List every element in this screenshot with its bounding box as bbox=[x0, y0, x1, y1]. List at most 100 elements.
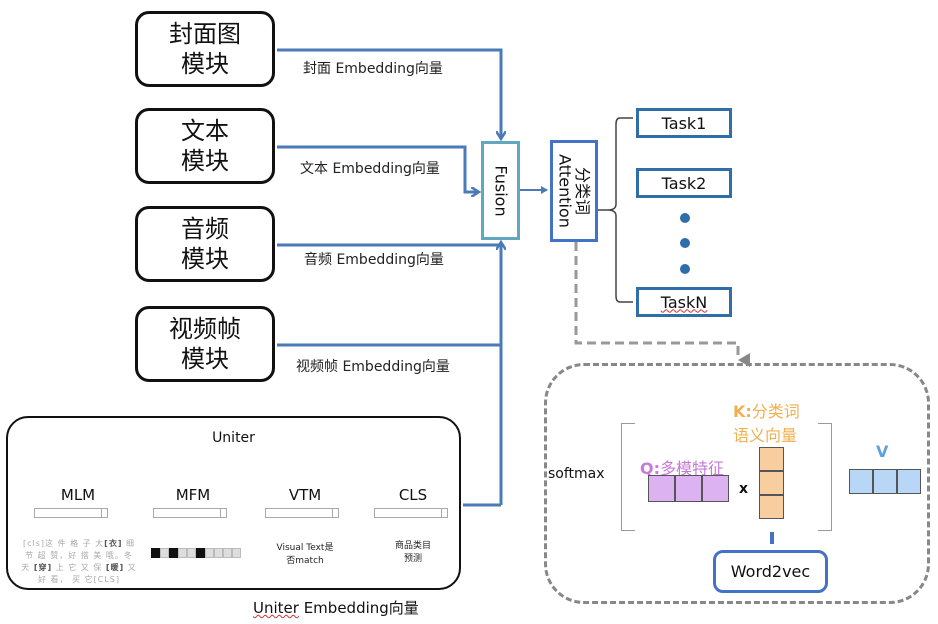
mfm-cell bbox=[223, 548, 232, 558]
task-box-1: Task1 bbox=[636, 108, 732, 138]
video-module-line2: 模块 bbox=[181, 345, 229, 373]
ellipsis-dot bbox=[680, 238, 690, 248]
k-label: K:分类词语义向量 bbox=[733, 400, 800, 448]
mfm-cell bbox=[187, 548, 196, 558]
q-vector bbox=[648, 475, 729, 502]
cover-module-line2: 模块 bbox=[181, 50, 229, 78]
mfm-cell bbox=[160, 548, 169, 558]
mlm-text-seg: 细 节 超 赞，好 搭 美 哦。冬 天 bbox=[21, 539, 136, 572]
text-module: 文本 模块 bbox=[135, 108, 275, 184]
softmax-label: softmax bbox=[548, 466, 605, 482]
times-symbol: x bbox=[739, 481, 749, 497]
mlm-text-seg: 又 好 看， 买 它[CLS] bbox=[38, 563, 137, 584]
uniter-label-rest: Embedding向量 bbox=[298, 599, 419, 617]
q-cell bbox=[702, 475, 729, 502]
mlm-head: MLM bbox=[60, 486, 96, 504]
cover-module: 封面图 模块 bbox=[135, 11, 275, 87]
left-bracket bbox=[621, 423, 635, 531]
text-embedding-label: 文本 Embedding向量 bbox=[300, 161, 440, 177]
mfm-feature-cells bbox=[151, 548, 241, 558]
k-cell bbox=[759, 447, 784, 471]
text-module-line1: 文本 bbox=[181, 117, 229, 145]
mfm-cell bbox=[178, 548, 187, 558]
vtm-desc-line: Visual Text是 bbox=[276, 543, 334, 553]
vtm-description: Visual Text是 否match bbox=[260, 542, 350, 568]
task-box-n: TaskN bbox=[636, 287, 732, 317]
attention-box: Attention 分类词 bbox=[550, 140, 598, 242]
word2vec-label: Word2vec bbox=[730, 562, 811, 581]
ellipsis-dot bbox=[680, 264, 690, 274]
k-line1: 分类词 bbox=[751, 402, 800, 421]
task-label: Task1 bbox=[661, 113, 707, 133]
q-text: 多模特征 bbox=[660, 459, 725, 478]
q-cell bbox=[675, 475, 702, 502]
mfm-head: MFM bbox=[175, 486, 211, 504]
v-cell bbox=[873, 469, 897, 494]
cls-bar bbox=[374, 508, 448, 518]
cover-arrow bbox=[277, 48, 501, 138]
mlm-text-seg: [cls]这 件 格 子 大 bbox=[22, 539, 105, 548]
fusion-box: Fusion bbox=[481, 141, 520, 240]
mfm-bar bbox=[153, 508, 227, 518]
audio-module: 音频 模块 bbox=[135, 206, 275, 282]
fusion-label: Fusion bbox=[491, 164, 510, 217]
vtm-desc-line: 否match bbox=[286, 556, 324, 566]
task-label: TaskN bbox=[660, 292, 708, 312]
audio-embedding-label: 音频 Embedding向量 bbox=[304, 252, 444, 268]
v-label: V bbox=[876, 442, 889, 461]
right-bracket bbox=[818, 423, 832, 531]
text-arrow bbox=[277, 145, 478, 192]
audio-module-line2: 模块 bbox=[181, 245, 229, 273]
attention-detail-box bbox=[544, 363, 930, 604]
video-embedding-label: 视频帧 Embedding向量 bbox=[296, 359, 450, 375]
k-cell bbox=[759, 495, 784, 519]
task-label: Task2 bbox=[661, 173, 707, 193]
mfm-masked-cell bbox=[196, 548, 205, 558]
text-module-line2: 模块 bbox=[181, 147, 229, 175]
cls-head: CLS bbox=[398, 486, 428, 504]
ellipsis-dot bbox=[680, 213, 690, 223]
video-module: 视频帧 模块 bbox=[135, 306, 275, 382]
k-prefix: K: bbox=[733, 402, 752, 421]
uniter-embedding-label: Uniter Embedding向量 bbox=[253, 597, 419, 618]
k-vector bbox=[759, 447, 784, 519]
mlm-bar bbox=[34, 508, 108, 518]
cover-module-line1: 封面图 bbox=[169, 20, 241, 48]
cls-desc-line: 预测 bbox=[403, 554, 422, 564]
k-cell bbox=[759, 471, 784, 495]
mlm-example-text: [cls]这 件 格 子 大[衣] 细 节 超 赞，好 搭 美 哦。冬 天 [穿… bbox=[20, 538, 138, 586]
k-to-word2vec-connector bbox=[770, 532, 774, 544]
mlm-mask-token: [暖] bbox=[105, 563, 125, 572]
mfm-masked-cell bbox=[151, 548, 160, 558]
mlm-mask-token: [衣] bbox=[104, 539, 123, 548]
task-box-2: Task2 bbox=[636, 168, 732, 198]
uniter-title: Uniter bbox=[212, 430, 255, 446]
word2vec-box: Word2vec bbox=[713, 550, 828, 593]
mfm-cell bbox=[214, 548, 223, 558]
task-brace bbox=[598, 117, 633, 303]
cls-desc-line: 商品类目 bbox=[394, 541, 431, 551]
q-cell bbox=[648, 475, 675, 502]
audio-module-line1: 音频 bbox=[181, 215, 229, 243]
attention-detail-dashed-arrow bbox=[574, 242, 750, 367]
q-prefix: Q: bbox=[640, 459, 660, 478]
mlm-text-seg: 上 它 又 保 bbox=[52, 563, 106, 572]
v-cell bbox=[849, 469, 873, 494]
uniter-word: Uniter bbox=[253, 599, 299, 617]
category-word-label: 分类词 bbox=[573, 166, 592, 216]
vtm-head: VTM bbox=[288, 486, 322, 504]
mfm-cell bbox=[232, 548, 241, 558]
uniter-box: Uniter MLM MFM VTM CLS [cls]这 件 格 子 大[衣]… bbox=[6, 416, 461, 590]
v-vector bbox=[849, 469, 921, 494]
cls-description: 商品类目 预测 bbox=[368, 540, 458, 566]
k-line2: 语义向量 bbox=[733, 426, 798, 445]
mfm-masked-cell bbox=[169, 548, 178, 558]
cover-embedding-label: 封面 Embedding向量 bbox=[303, 61, 443, 77]
v-cell bbox=[897, 469, 921, 494]
mlm-mask-token: [穿] bbox=[33, 563, 53, 572]
q-label: Q:多模特征 bbox=[640, 455, 724, 479]
mfm-cell bbox=[205, 548, 214, 558]
vtm-bar bbox=[265, 508, 339, 518]
video-module-line1: 视频帧 bbox=[169, 315, 241, 343]
